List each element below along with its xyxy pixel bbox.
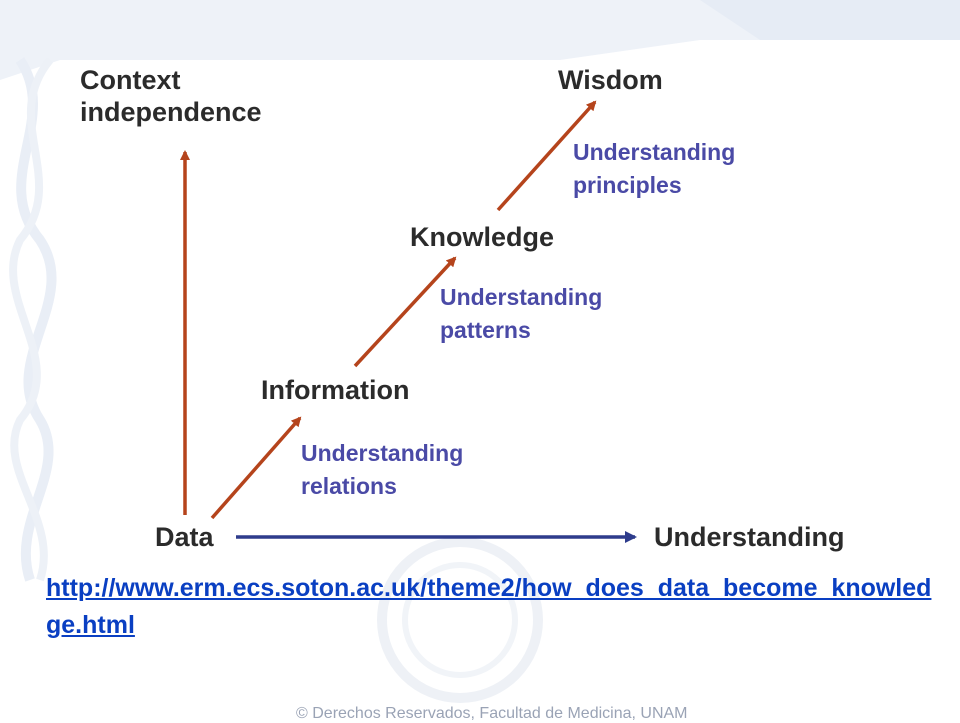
relations-line1: Understanding xyxy=(301,440,464,466)
knowledge-label: Knowledge xyxy=(410,222,555,252)
understanding-relations-note: Understanding relations xyxy=(301,437,463,503)
understanding-label: Understanding xyxy=(654,522,845,552)
understanding-patterns-note: Understanding patterns xyxy=(440,281,602,347)
principles-line2: principles xyxy=(573,172,682,198)
information-to-knowledge-arrow xyxy=(353,256,457,368)
source-link[interactable]: http://www.erm.ecs.soton.ac.uk/theme2/ho… xyxy=(46,574,932,639)
patterns-line1: Understanding xyxy=(440,284,603,310)
context-label-line2: independence xyxy=(80,97,262,127)
understanding-principles-note: Understanding principles xyxy=(573,136,735,202)
wisdom-label: Wisdom xyxy=(558,65,663,95)
principles-line1: Understanding xyxy=(573,139,736,165)
data-label: Data xyxy=(155,522,214,552)
context-label-line1: Context xyxy=(80,65,181,95)
context-independence-label: Context independence xyxy=(80,64,262,128)
relations-line2: relations xyxy=(301,473,397,499)
information-label: Information xyxy=(261,375,410,405)
footer-copyright: © Derechos Reservados, Facultad de Medic… xyxy=(296,705,688,722)
patterns-line2: patterns xyxy=(440,317,531,343)
data-to-information-arrow xyxy=(210,416,302,520)
knowledge-to-wisdom-arrow xyxy=(496,100,597,212)
